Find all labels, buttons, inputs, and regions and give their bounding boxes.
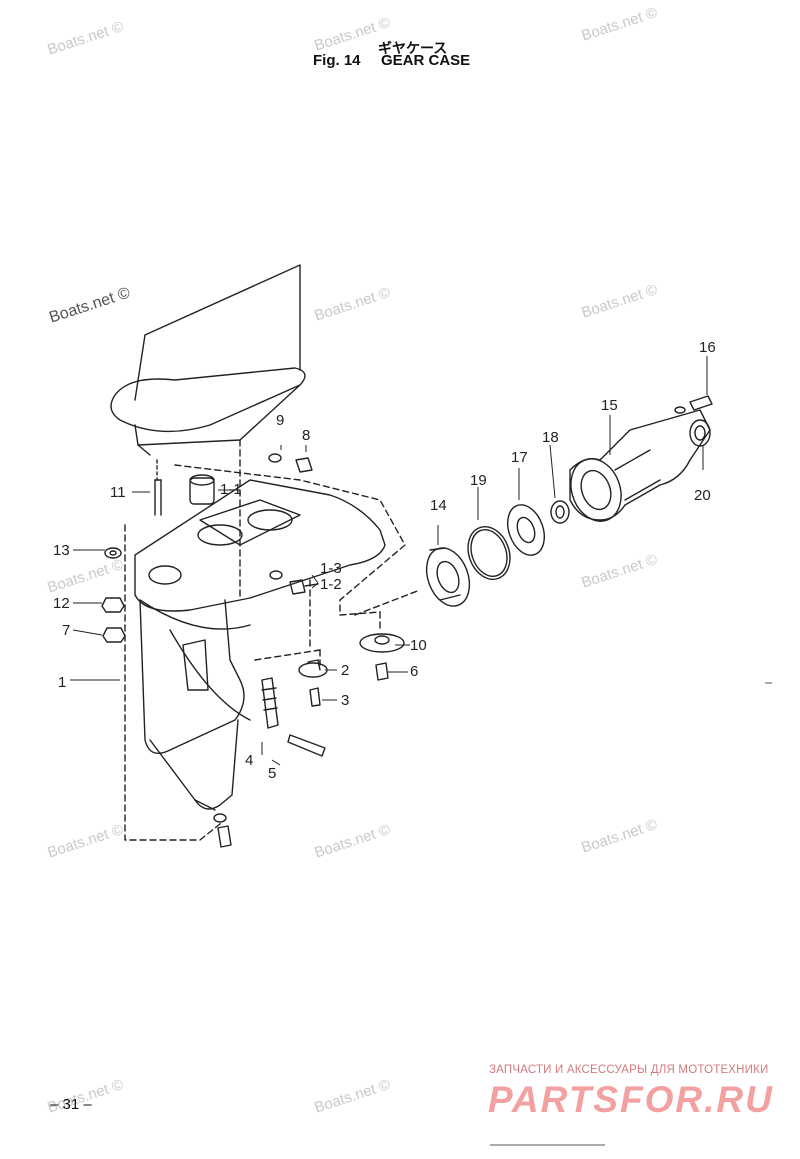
brand-logo: PARTSFOR.RU (488, 1079, 774, 1120)
part-label-8: 9 (276, 412, 284, 429)
part-label-10: 6 (410, 663, 418, 680)
figure-number: Fig. 14 (313, 52, 361, 69)
brand-tagline: ЗАПЧАСТИ И АКСЕССУАРЫ ДЛЯ МОТОТЕХНИКИ (489, 1064, 769, 1076)
part-label-16: 16 (699, 339, 716, 356)
part-label-19: 19 (470, 472, 487, 489)
page-number: – 31 – (50, 1096, 92, 1113)
drive-shaft-housing (144, 264, 301, 371)
part-label-1-2: 1-2 (320, 576, 342, 593)
part-label-9: 10 (410, 637, 427, 654)
part-label-18: 18 (542, 429, 559, 446)
part-label-7: 8 (302, 427, 310, 444)
part-label-2: 2 (341, 662, 349, 679)
part-label-1-1: 1-1 (220, 481, 242, 498)
part-label-1: 1 (58, 674, 66, 691)
part-label-13: 13 (53, 542, 70, 559)
part-label-14: 14 (430, 497, 447, 514)
part-label-4: 4 (245, 752, 253, 769)
propeller-shaft-housing (569, 409, 711, 521)
part-label-12: 12 (53, 595, 70, 612)
gear-case-body (139, 599, 245, 754)
part-label-6: 7 (62, 622, 70, 639)
part-label-11: 11 (110, 484, 126, 501)
part-label-20: 20 (694, 487, 711, 504)
part-label-3: 3 (341, 692, 349, 709)
water-intake (182, 639, 209, 691)
part-label-1-3: 1-3 (320, 560, 342, 577)
japanese-title: ギヤケース (378, 41, 448, 57)
figure-title: GEAR CASE (381, 52, 471, 69)
part-label-15: 15 (601, 397, 618, 414)
part-label-17: 17 (511, 449, 528, 466)
part-label-5: 5 (268, 765, 276, 782)
anti-splash-plate (110, 367, 306, 433)
